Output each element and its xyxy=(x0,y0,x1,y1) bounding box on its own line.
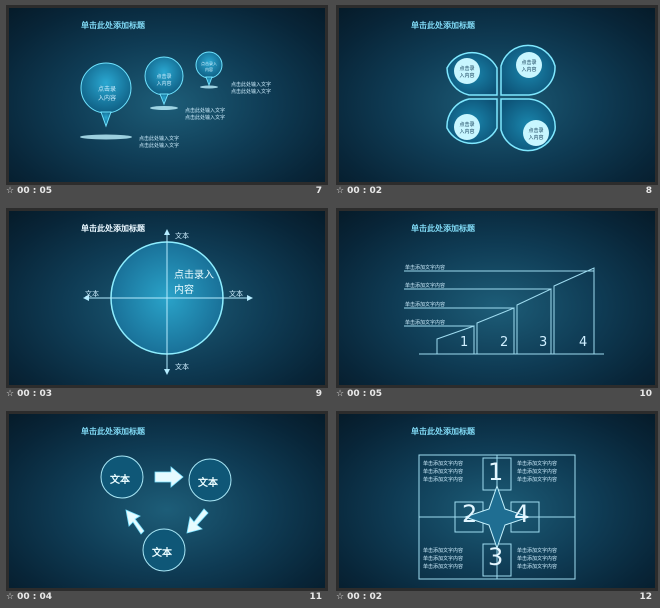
bullet-text: 点击此处输入文字 xyxy=(185,108,226,114)
item-text: 单击添加文字内容 xyxy=(423,461,464,467)
slide-title: 单击此处添加标题 xyxy=(411,427,475,436)
cross-number: 3 xyxy=(488,543,504,571)
slide-duration: 00 : 05 xyxy=(17,186,52,196)
item-text: 单击添加文字内容 xyxy=(517,548,558,554)
item-text: 单击添加文字内容 xyxy=(517,477,558,483)
petal-text: 点击录入内容 xyxy=(459,66,475,79)
cycle-node-text: 文本 xyxy=(152,548,172,559)
slide-meta: ☆00 : 05 10 xyxy=(336,389,652,403)
row-label: 单击添加文字内容 xyxy=(405,302,446,308)
cycle-graphic xyxy=(100,455,232,572)
step-number: 2 xyxy=(500,335,509,350)
cross-number: 2 xyxy=(462,500,478,528)
bubble-text-large: 点击录入内容 xyxy=(97,86,116,102)
bullet-text: 点击此处输入文字 xyxy=(139,136,180,142)
item-text: 单击添加文字内容 xyxy=(517,564,558,570)
slide-title: 单击此处添加标题 xyxy=(81,21,145,30)
bullet-text: 点击此处输入文字 xyxy=(231,89,272,95)
petal-text: 点击录入内容 xyxy=(459,122,475,135)
slide-duration: 00 : 02 xyxy=(347,186,382,196)
slide-meta: ☆00 : 02 8 xyxy=(336,186,652,200)
slide-duration: 00 : 03 xyxy=(17,389,52,399)
slide-canvas: 单击此处添加标题 1 2 3 4 单击添加文字内容 单击添加文字内容 单击添加文… xyxy=(336,411,658,591)
bubble-text-small: 点击录入内容 xyxy=(201,61,217,72)
slide-canvas: 单击此处添加标题 点击录入内容 文本 文本 文本 文本 xyxy=(6,208,328,388)
slide-canvas: 单击此处添加标题 单击添加文字内容 单击添加文字内容 单击添加文字内容 单击添加… xyxy=(336,208,658,388)
slide-meta: ☆00 : 04 11 xyxy=(6,592,322,606)
slide-title: 单击此处添加标题 xyxy=(81,224,145,233)
slide-number: 7 xyxy=(315,186,322,196)
slide-canvas: 单击此处添加标题 文本 文本 文本 xyxy=(6,411,328,591)
petal-text: 点击录入内容 xyxy=(521,60,537,73)
petal-text: 点击录入内容 xyxy=(528,128,544,141)
bubble-graphic xyxy=(80,51,223,140)
transition-star-icon[interactable]: ☆ xyxy=(6,389,15,399)
item-text: 单击添加文字内容 xyxy=(423,556,464,562)
slide-duration: 00 : 04 xyxy=(17,592,52,602)
cycle-node-text: 文本 xyxy=(198,478,218,489)
slide-number: 9 xyxy=(315,389,322,399)
axis-label-left: 文本 xyxy=(85,290,99,298)
slide-number: 11 xyxy=(309,592,322,602)
bubble-text-medium: 点击录入内容 xyxy=(156,74,172,87)
step-number: 4 xyxy=(579,335,588,350)
center-text: 点击录入内容 xyxy=(174,270,214,296)
bullet-text: 点击此处输入文字 xyxy=(185,115,226,121)
slide-meta: ☆00 : 03 9 xyxy=(6,389,322,403)
step-number: 3 xyxy=(539,335,548,350)
item-text: 单击添加文字内容 xyxy=(517,556,558,562)
item-text: 单击添加文字内容 xyxy=(423,564,464,570)
axis-label-top: 文本 xyxy=(175,232,189,240)
transition-star-icon[interactable]: ☆ xyxy=(6,186,15,196)
step-number: 1 xyxy=(460,335,469,350)
quadrant-graphic xyxy=(83,229,253,375)
slide-meta: ☆00 : 05 7 xyxy=(6,186,322,200)
row-label: 单击添加文字内容 xyxy=(405,320,446,326)
cross-number: 1 xyxy=(488,458,504,486)
bullet-text: 点击此处输入文字 xyxy=(231,82,272,88)
transition-star-icon[interactable]: ☆ xyxy=(336,389,345,399)
item-text: 单击添加文字内容 xyxy=(423,548,464,554)
row-label: 单击添加文字内容 xyxy=(405,265,446,271)
slide-number: 10 xyxy=(639,389,652,399)
transition-star-icon[interactable]: ☆ xyxy=(336,186,345,196)
transition-star-icon[interactable]: ☆ xyxy=(6,592,15,602)
slide-title: 单击此处添加标题 xyxy=(411,224,475,233)
item-text: 单击添加文字内容 xyxy=(423,477,464,483)
item-text: 单击添加文字内容 xyxy=(517,461,558,467)
petal-graphic xyxy=(446,44,556,152)
slide-duration: 00 : 05 xyxy=(347,389,382,399)
cross-number: 4 xyxy=(514,500,530,528)
row-label: 单击添加文字内容 xyxy=(405,283,446,289)
cross-graphic xyxy=(418,454,576,580)
slide-number: 12 xyxy=(639,592,652,602)
item-text: 单击添加文字内容 xyxy=(517,469,558,475)
axis-label-bottom: 文本 xyxy=(175,363,189,371)
slide-number: 8 xyxy=(645,186,652,196)
slide-title: 单击此处添加标题 xyxy=(411,21,475,30)
slide-duration: 00 : 02 xyxy=(347,592,382,602)
slide-meta: ☆00 : 02 12 xyxy=(336,592,652,606)
cycle-node-text: 文本 xyxy=(110,475,130,486)
item-text: 单击添加文字内容 xyxy=(423,469,464,475)
slide-title: 单击此处添加标题 xyxy=(81,427,145,436)
transition-star-icon[interactable]: ☆ xyxy=(336,592,345,602)
bullet-text: 点击此处输入文字 xyxy=(139,143,180,149)
axis-label-right: 文本 xyxy=(229,290,243,298)
slide-canvas: 单击此处添加标题 点击录入内容 点击录入内容 点击录入内容 点击此处输入文字 点… xyxy=(6,5,328,185)
staircase-graphic xyxy=(404,267,604,355)
slide-canvas: 单击此处添加标题 点击录入内容 点击录入内容 点击录入内容 点击录入内容 xyxy=(336,5,658,185)
